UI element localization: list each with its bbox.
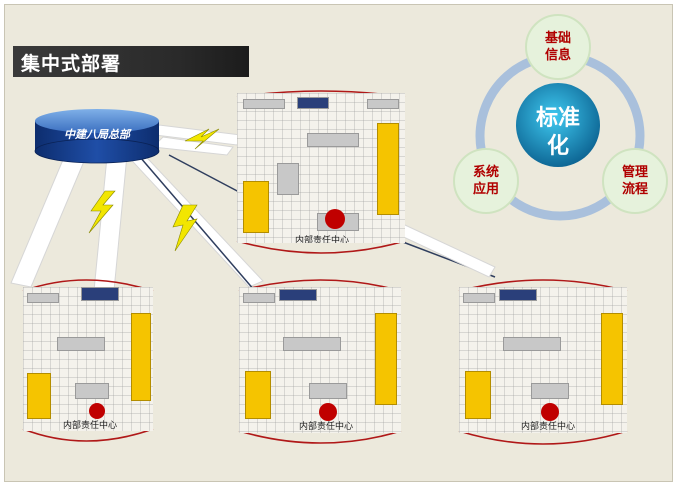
panel-logo [319, 403, 337, 421]
center-label: 标准 化 [535, 106, 580, 159]
panel-block [283, 337, 341, 351]
standardization-cycle [453, 14, 668, 221]
responsibility-center-panel: 内部责任中心 [237, 93, 405, 243]
panel-block [463, 293, 495, 303]
node-label-mgmt-process: 管理 流程 [621, 165, 648, 197]
panel-block [307, 133, 359, 147]
panel-block [27, 373, 51, 419]
panel-block [377, 123, 399, 215]
responsibility-center-panel: 内部责任中心 [23, 287, 153, 431]
panel-block [465, 371, 491, 419]
panel-block [309, 383, 347, 399]
center-standardization [516, 83, 600, 167]
database-icon [34, 109, 160, 164]
node-label-system-app: 系统 应用 [472, 165, 499, 197]
panel-block [367, 99, 399, 109]
hub-label: 中建八局总部 [64, 128, 130, 141]
panel-block [279, 289, 317, 301]
panel-block [245, 371, 271, 419]
panel-block [601, 313, 623, 405]
responsibility-center-panel: 内部责任中心 [459, 287, 627, 433]
node-system-app [453, 148, 519, 214]
panel-label: 内部责任中心 [295, 236, 350, 243]
title-bar: 集中式部署 [13, 46, 249, 77]
panel-block [277, 163, 299, 195]
panel-block [503, 337, 561, 351]
panel-logo [325, 209, 345, 229]
panel-label: 内部责任中心 [63, 421, 118, 431]
panel-block [375, 313, 397, 405]
panel-block [243, 293, 275, 303]
panel-block [531, 383, 569, 399]
panel-logo [541, 403, 559, 421]
node-label-basic-info: 基础 信息 [544, 31, 571, 63]
panel-block [75, 383, 109, 399]
panel-label: 内部责任中心 [299, 422, 354, 432]
panel-block [243, 181, 269, 233]
panel-block [27, 293, 59, 303]
panel-block [499, 289, 537, 301]
connection-band-right [394, 224, 496, 278]
panel-label: 内部责任中心 [521, 422, 576, 432]
page-title: 集中式部署 [21, 53, 122, 75]
panel-block [297, 97, 329, 109]
slide: 集中式部署 中建八局总部 基础 信息 管理 流程 系统 应用 标准 化 内部责任… [4, 4, 673, 482]
connection-layer [10, 14, 668, 445]
panel-block [81, 287, 119, 301]
responsibility-center-panel: 内部责任中心 [239, 287, 401, 433]
node-basic-info [525, 14, 591, 80]
lightning-icon [88, 128, 220, 252]
panel-block [131, 313, 151, 401]
panel-block [57, 337, 105, 351]
panel-block [243, 99, 285, 109]
panel-logo [89, 403, 105, 419]
node-mgmt-process [602, 148, 668, 214]
